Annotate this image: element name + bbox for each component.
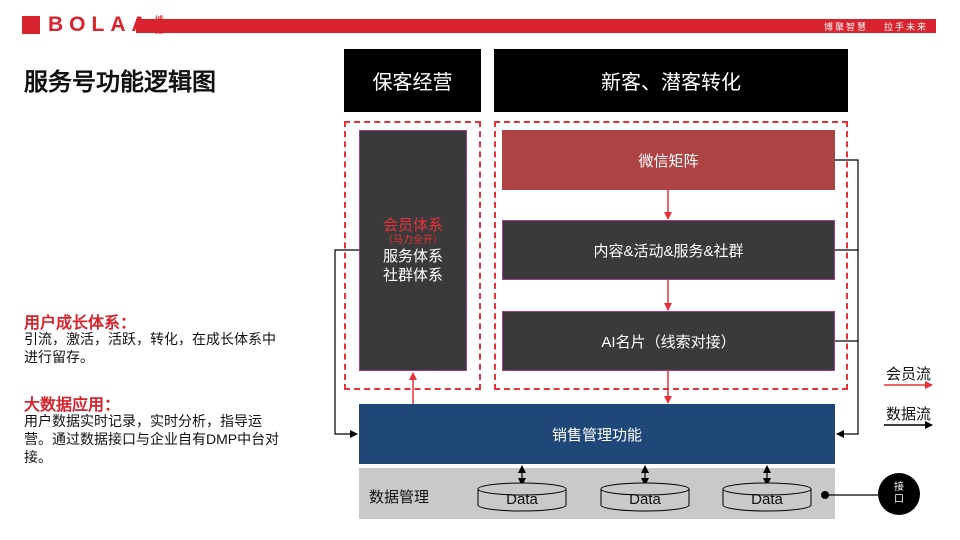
legend-member-flow: 会员流 (886, 366, 932, 383)
data-cylinder-2 (600, 482, 690, 512)
data-label-2: Data (629, 491, 661, 508)
data-cylinder-1 (477, 482, 567, 512)
wechat-matrix-box: 微信矩阵 (502, 130, 835, 190)
growth-heading: 用户成长体系： (24, 315, 137, 332)
retention-header: 保客经营 (344, 49, 481, 112)
legend-data-flow: 数据流 (886, 406, 932, 423)
brand-name: BOLAA (48, 13, 153, 36)
data-cylinder-3 (722, 482, 812, 512)
data-flow-member-to-sales (334, 249, 359, 438)
service-system-label: 服务体系 (382, 248, 443, 265)
bigdata-heading: 大数据应用： (24, 397, 121, 414)
ai-card-box: AI名片（线索对接） (502, 311, 835, 371)
content-activity-box: 内容&活动&服务&社群 (502, 220, 835, 280)
sales-management-box: 销售管理功能 (359, 404, 835, 464)
member-system-label: 会员体系 (382, 217, 443, 234)
port-label-2: 口 (894, 494, 904, 505)
page-title: 服务号功能逻辑图 (24, 69, 216, 96)
member-system-box: 会员体系 （马力全开） 服务体系 社群体系 (359, 130, 467, 371)
growth-body: 引流，激活，活跃，转化，在成长体系中进行留存。 (24, 331, 276, 365)
member-system-note: （马力全开） (383, 235, 443, 246)
logo-square-icon (22, 16, 40, 34)
conversion-group (494, 121, 848, 390)
data-label-1: Data (506, 491, 538, 508)
data-management-label: 数据管理 (369, 489, 430, 506)
slogan-right: 拉手未来 (883, 21, 928, 32)
port-label-1: 接 (894, 482, 904, 493)
bigdata-body: 用户数据实时记录，实时分析，指导运营。通过数据接口与企业自有DMP中台对接。 (24, 413, 280, 465)
slogan: 博聚智慧 拉手未来 (808, 18, 928, 34)
conversion-header: 新客、潜客转化 (494, 49, 848, 112)
community-system-label: 社群体系 (382, 267, 443, 284)
data-flow-right-to-sales (835, 159, 859, 438)
slogan-left: 博聚智慧 (823, 21, 868, 32)
data-label-3: Data (751, 491, 783, 508)
header-bar (136, 19, 936, 33)
interface-port: 接 口 (878, 473, 920, 515)
